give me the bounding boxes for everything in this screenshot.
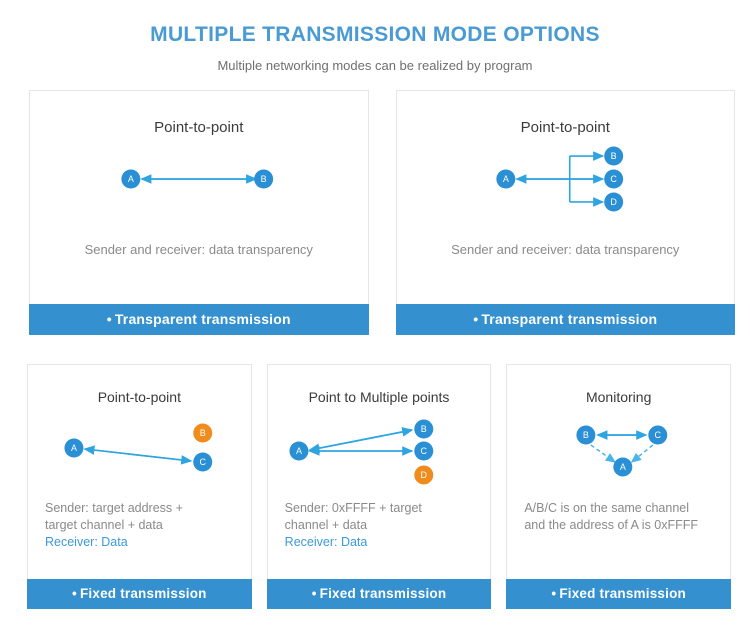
card-fixed-point-to-point[interactable]: Point-to-point A B C	[27, 364, 252, 609]
bullet-icon: •	[311, 586, 317, 601]
banner-label: Fixed transmission	[79, 586, 207, 601]
node-b-circle	[254, 169, 274, 189]
page-title: MULTIPLE TRANSMISSION MODE OPTIONS	[150, 23, 600, 46]
card-banner: •Fixed transmission	[27, 579, 252, 609]
card-description: Sender: target address + target channel …	[28, 500, 251, 551]
arrow-b-to-a-dashed	[590, 444, 617, 463]
node-a-label: A	[620, 462, 626, 472]
bullet-icon: •	[473, 311, 479, 327]
card-title: Point-to-point	[154, 119, 244, 136]
card-description: A/B/C is on the same channel and the add…	[507, 500, 730, 534]
description-line-1: A/B/C is on the same channel	[524, 501, 690, 515]
bullet-icon: •	[106, 311, 112, 327]
card-banner: •Fixed transmission	[506, 579, 732, 609]
node-a-circle	[289, 441, 309, 461]
node-b-label: B	[200, 428, 206, 438]
card-title: Point-to-point	[520, 119, 610, 136]
description-line-2: channel + data	[284, 517, 368, 532]
top-card-row: Point-to-point A B Sender and re	[29, 90, 735, 335]
banner-label: Fixed transmission	[319, 586, 447, 601]
node-d-circle	[603, 192, 623, 212]
description-accent: Receiver: Data	[284, 534, 368, 549]
card-description: Sender: 0xFFFF + target channel + data R…	[268, 500, 491, 551]
description-line-1: Sender: target address +	[45, 501, 183, 515]
node-c-circle	[193, 452, 213, 472]
banner-label: Transparent transmission	[481, 311, 658, 327]
node-b-circle	[193, 423, 213, 443]
node-c-circle	[413, 441, 433, 461]
node-c-circle	[603, 169, 623, 189]
arrow-b-to-a	[308, 429, 412, 453]
arrow-c-to-a-dashed	[630, 444, 654, 463]
node-b-circle	[603, 146, 623, 166]
description-accent: Receiver: Data	[45, 534, 128, 549]
node-a-label: A	[502, 174, 508, 184]
node-b-label: B	[583, 430, 589, 440]
node-d-circle	[413, 465, 433, 485]
node-c-label: C	[655, 430, 662, 440]
bottom-card-row: Point-to-point A B C	[27, 364, 732, 609]
arrow-c-to-a	[83, 445, 191, 462]
diagram-point-to-multiple: A B C D	[268, 405, 491, 500]
banner-label: Fixed transmission	[559, 586, 686, 601]
node-b-label: B	[610, 151, 616, 161]
node-a-label: A	[296, 446, 302, 456]
node-a-circle	[121, 169, 141, 189]
node-c-label: C	[610, 174, 617, 184]
card-description: Sender and receiver: data transparency	[84, 242, 313, 257]
page-subtitle: Multiple networking modes can be realize…	[217, 58, 533, 74]
card-title: Point-to-point	[97, 389, 181, 405]
bullet-icon: •	[72, 586, 77, 601]
node-d-label: D	[420, 470, 427, 480]
page-header: MULTIPLE TRANSMISSION MODE OPTIONS Multi…	[0, 0, 750, 74]
node-a-label: A	[71, 443, 77, 453]
node-b-circle	[576, 425, 596, 445]
card-monitoring[interactable]: Monitoring B	[506, 364, 732, 609]
banner-label: Transparent transmission	[114, 311, 291, 327]
diagram-point-to-point-ab: A B	[30, 136, 368, 241]
node-b-circle	[413, 419, 433, 439]
diagram-fixed-point-to-point: A B C	[28, 405, 251, 500]
card-description: Sender and receiver: data transparency	[451, 242, 680, 257]
node-d-label: D	[610, 197, 617, 207]
card-banner: •Fixed transmission	[266, 579, 492, 609]
node-a-circle	[64, 438, 84, 458]
card-point-to-point-simple[interactable]: Point-to-point A B Sender and re	[29, 90, 369, 335]
node-c-label: C	[420, 446, 427, 456]
diagram-point-to-point-bus: A B C D	[397, 136, 735, 241]
node-a-label: A	[128, 174, 134, 184]
description-line-2: and the address of A is 0xFFFF	[524, 517, 699, 532]
card-title: Monitoring	[585, 389, 652, 405]
node-b-label: B	[261, 174, 267, 184]
card-title: Point to Multiple points	[308, 389, 450, 405]
card-banner: •Transparent transmission	[29, 304, 369, 335]
description-line-2: target channel + data	[45, 517, 163, 532]
node-a-circle	[613, 457, 633, 477]
card-point-to-point-bus[interactable]: Point-to-point	[395, 90, 735, 335]
card-banner: •Transparent transmission	[395, 304, 735, 335]
node-c-label: C	[200, 457, 207, 467]
description-line-1: Sender: 0xFFFF + target	[284, 501, 422, 515]
node-c-circle	[648, 425, 668, 445]
node-a-circle	[495, 169, 515, 189]
card-point-to-multiple-points[interactable]: Point to Multiple points A B	[266, 364, 492, 609]
bullet-icon: •	[551, 586, 557, 601]
node-b-label: B	[420, 424, 426, 434]
diagram-monitoring: B C A	[507, 405, 730, 500]
